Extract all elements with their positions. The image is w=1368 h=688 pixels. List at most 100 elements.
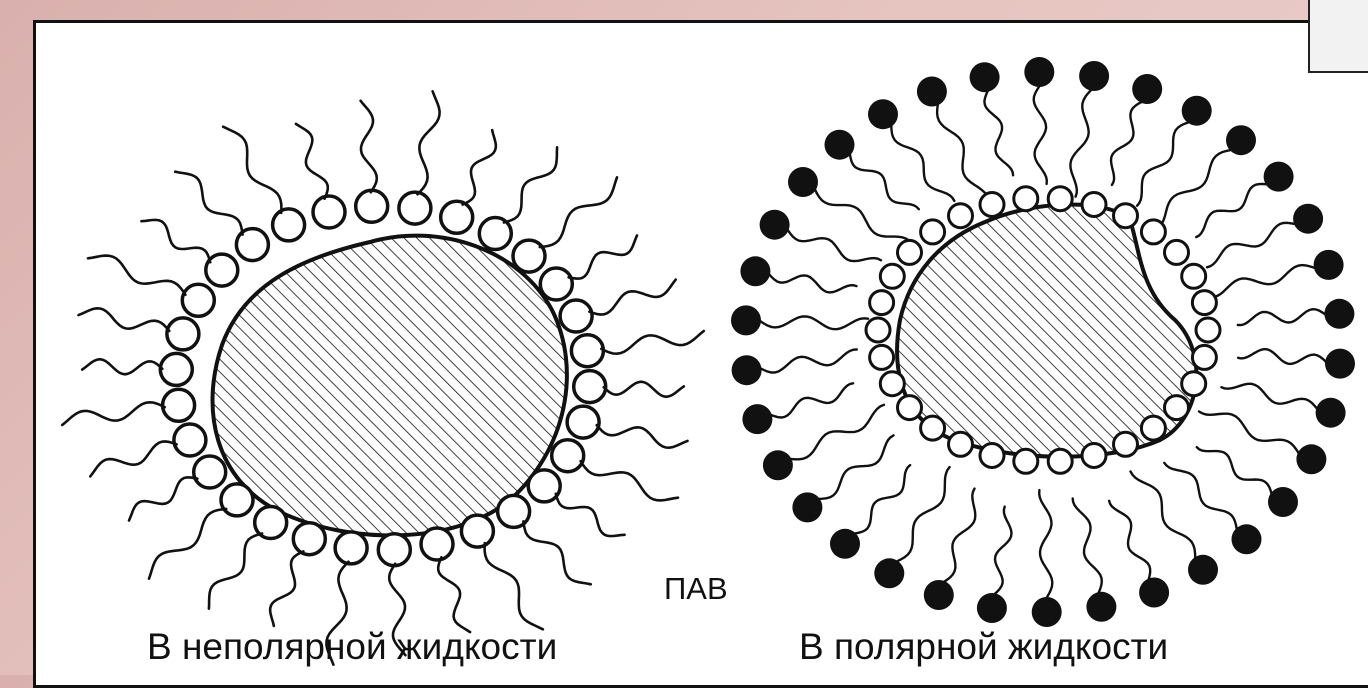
surfactant-head-open: [273, 209, 305, 241]
surfactant-head-filled: [732, 355, 762, 385]
surfactant-tail: [223, 127, 281, 213]
surfactant-head-filled: [1024, 57, 1054, 87]
surfactant-tail: [944, 489, 975, 582]
surfactant-head-filled: [1314, 250, 1344, 280]
surfactant-head-filled: [1296, 444, 1326, 474]
surfactant-head-open: [921, 220, 945, 244]
surfactant-head-open: [160, 353, 192, 385]
surfactant-head-open: [880, 264, 904, 288]
caption-nonpolar: В неполярной жидкости: [147, 628, 557, 665]
surfactant-head-filled: [763, 450, 793, 480]
surfactant-tail: [129, 477, 197, 520]
surfactant-head-filled: [760, 210, 790, 240]
surfactant-head-open: [293, 523, 325, 555]
surfactant-head-open: [163, 389, 195, 421]
surfactant-tail: [62, 402, 165, 425]
surfactant-head-open: [1114, 432, 1138, 456]
surfactant-tail: [79, 308, 170, 331]
surfactant-tail: [88, 256, 185, 295]
surfactant-tail: [141, 220, 210, 262]
surfactant-head-open: [513, 240, 545, 272]
surfactant-head-open: [182, 284, 214, 316]
surfactant-head-filled: [1132, 74, 1162, 104]
surfactant-head-open: [441, 201, 473, 233]
surfactant-tail: [788, 230, 881, 261]
surfactant-head-open: [898, 396, 922, 420]
surfactant-tail: [504, 147, 557, 222]
surfactant-tail: [1039, 490, 1052, 598]
surfactant-tail: [1199, 412, 1299, 454]
surfactant-head-open: [552, 440, 584, 472]
surfactant-head-filled: [788, 167, 818, 197]
surfactant-tail: [556, 494, 625, 536]
surfactant-tail: [1211, 265, 1315, 298]
surfactant-head-open: [980, 193, 1004, 217]
surfactant-tail: [771, 383, 853, 417]
surfactant-head-open: [421, 528, 453, 560]
surfactant-head-open: [921, 416, 945, 440]
surfactant-head-open: [1192, 345, 1216, 369]
surfactant-head-filled: [742, 404, 772, 434]
surfactant-head-open: [949, 432, 973, 456]
surfactant-head-open: [870, 345, 894, 369]
surfactant-tail: [523, 521, 590, 584]
surfactant-tail: [569, 236, 637, 279]
surfactant-head-open: [1048, 449, 1072, 473]
surfactant-tail: [270, 551, 303, 626]
surfactant-tail: [984, 91, 1013, 175]
surfactant-head-open: [1082, 444, 1106, 468]
surfactant-tail: [761, 350, 857, 373]
surfactant-tail: [597, 425, 688, 448]
surfactant-head-open: [313, 196, 345, 228]
surfactant-head-open: [167, 318, 199, 350]
surfactant-tail: [855, 465, 911, 533]
surfactant-tail: [1221, 384, 1317, 409]
surfactant-tail: [604, 382, 684, 397]
surfactant-tail: [1164, 463, 1236, 529]
surfactant-head-open: [870, 291, 894, 315]
surfactant-tail: [581, 461, 678, 500]
surfactant-head-open: [356, 190, 388, 222]
surfactant-tail: [769, 274, 856, 292]
surfactant-head-open: [1114, 204, 1138, 228]
surfactant-tail: [1131, 472, 1196, 559]
surfactant-head-open: [221, 484, 253, 516]
surfactant-head-filled: [1226, 125, 1256, 155]
surfactant-head-open: [1192, 291, 1216, 315]
surfactant-head-open: [335, 532, 367, 564]
surfactant-head-open: [399, 192, 431, 224]
surfactant-tail: [1111, 102, 1142, 185]
surfactant-head-open: [980, 444, 1004, 468]
surfactant-head-open: [898, 240, 922, 264]
surfactant-head-filled: [740, 256, 770, 286]
surfactant-head-filled: [977, 593, 1007, 623]
left-micelle-core: [213, 236, 567, 536]
surfactant-head-filled: [1032, 597, 1062, 627]
surfactant-tail: [937, 104, 989, 199]
surfactant-tail: [891, 126, 954, 201]
surfactant-tail: [1070, 90, 1091, 197]
surfactant-head-filled: [1079, 61, 1109, 91]
surfactant-head-open: [1141, 416, 1165, 440]
surfactant-head-open: [1014, 449, 1038, 473]
surfactant-head-filled: [830, 529, 860, 559]
surfactant-head-open: [1014, 187, 1038, 211]
surfactant-tail: [850, 154, 919, 209]
surfactant-tail: [209, 534, 262, 609]
surfactant-tail: [1238, 349, 1326, 364]
surfactant-head-filled: [1324, 299, 1354, 329]
surfactant-head-open: [1048, 187, 1072, 211]
surfactant-tail: [149, 509, 226, 579]
surfactant-head-open: [194, 456, 226, 488]
surfactant-head-open: [1182, 372, 1206, 396]
surfactant-head-open: [949, 204, 973, 228]
surfactant-tail: [760, 316, 868, 329]
caption-polar: В полярной жидкости: [799, 628, 1168, 665]
surfactant-tail: [1109, 501, 1150, 580]
surfactant-head-filled: [1316, 398, 1346, 428]
surfactant-head-filled: [1293, 204, 1323, 234]
surfactant-head-open: [1141, 220, 1165, 244]
surfactant-label: ПАВ: [664, 573, 728, 604]
surfactant-head-filled: [1325, 349, 1355, 379]
surfactant-tail: [418, 91, 440, 194]
